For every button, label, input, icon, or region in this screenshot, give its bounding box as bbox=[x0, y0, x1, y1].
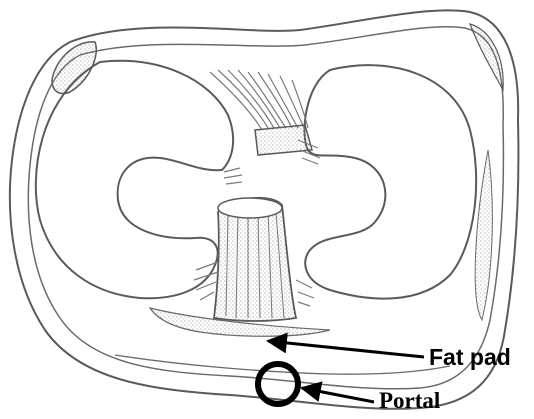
portal-arrow bbox=[302, 388, 374, 402]
upper-ligament-block bbox=[255, 125, 312, 155]
left-meniscus-outline bbox=[36, 61, 233, 298]
right-stippled-band bbox=[475, 150, 492, 320]
portal-label: Portal bbox=[379, 388, 440, 414]
portal-circle bbox=[258, 364, 298, 404]
ligament-top-ellipse bbox=[218, 198, 282, 218]
right-meniscus-outline bbox=[304, 65, 476, 298]
upper-ligament-fibers bbox=[210, 70, 308, 130]
fat-pad-arrow bbox=[268, 341, 424, 357]
fat-pad-label: Fat pad bbox=[429, 344, 511, 371]
upper-right-stippled-tissue bbox=[470, 24, 503, 90]
